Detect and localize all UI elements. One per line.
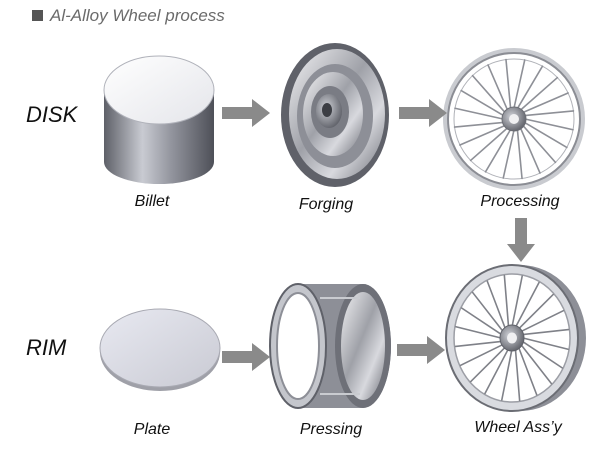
label-processing: Processing	[480, 193, 560, 210]
wheel-spoke	[521, 328, 570, 336]
processing-illustration	[443, 48, 585, 190]
wheel-spoke	[453, 121, 505, 128]
pressing-illustration	[269, 283, 391, 409]
wheel-spoke	[513, 59, 526, 109]
arrow-plate-to-pressing	[222, 343, 270, 371]
arrow-forging-to-processing	[399, 99, 447, 127]
wheel-assembly-illustration	[445, 264, 586, 412]
wheel-spoke	[460, 89, 505, 117]
wheel-spoke	[514, 281, 540, 329]
wheel-spoke	[484, 347, 510, 395]
plate-illustration	[99, 308, 221, 391]
wheel-spoke	[469, 127, 509, 162]
wheel-spoke	[520, 343, 553, 385]
wheel-spoke	[454, 107, 504, 120]
forging-illustration	[281, 43, 389, 187]
wheel-spoke	[520, 309, 565, 333]
billet-illustration	[103, 55, 215, 184]
wheel-spoke	[516, 65, 544, 110]
wheel-spoke	[455, 325, 502, 339]
wheel-spoke	[523, 110, 575, 117]
wheel-spoke	[521, 340, 563, 369]
wheel-spoke	[484, 128, 512, 173]
wheel-spoke	[486, 280, 507, 330]
label-billet: Billet	[134, 193, 170, 210]
wheel-spoke	[459, 124, 506, 146]
wheel-spoke	[517, 346, 538, 396]
diagram-title-text: Al-Alloy Wheel process	[50, 6, 225, 25]
label-plate: Plate	[133, 421, 171, 438]
arrow-pressing-to-assembly	[397, 336, 445, 364]
wheel-spoke	[519, 127, 541, 174]
wheel-spoke	[511, 275, 524, 328]
wheel-spoke	[517, 293, 555, 330]
wheel-spoke	[514, 347, 521, 402]
wheel-spoke	[516, 128, 523, 180]
wheel-spoke	[487, 64, 509, 111]
wheel-spoke	[519, 76, 559, 111]
title-bullet-icon	[32, 10, 43, 21]
wheel-spoke	[522, 92, 569, 114]
wheel-spoke	[471, 74, 506, 114]
row-label-disk: DISK	[26, 102, 78, 127]
label-wheel-assembly: Wheel Ass’y	[474, 419, 562, 436]
wheel-spoke	[524, 118, 574, 131]
arrow-billet-to-forging	[222, 99, 270, 127]
wheel-spoke	[503, 274, 510, 329]
wheel-spoke	[500, 348, 513, 401]
row-label-rim: RIM	[26, 335, 67, 360]
wheel-spoke	[471, 291, 504, 333]
label-forging: Forging	[298, 196, 354, 213]
wheel-spoke	[523, 121, 568, 149]
wheel-spoke	[522, 124, 557, 164]
wheel-spoke	[454, 340, 503, 348]
wheel-spoke	[502, 129, 515, 179]
wheel-spoke	[459, 343, 504, 367]
wheel-spoke	[461, 307, 503, 336]
wheel-spoke	[505, 58, 512, 110]
wheel-spoke	[469, 346, 507, 383]
label-pressing: Pressing	[299, 421, 363, 438]
diagram-title: Al-Alloy Wheel process	[32, 6, 225, 26]
arrow-processing-to-assembly	[507, 218, 535, 262]
wheel-spoke	[522, 337, 569, 351]
